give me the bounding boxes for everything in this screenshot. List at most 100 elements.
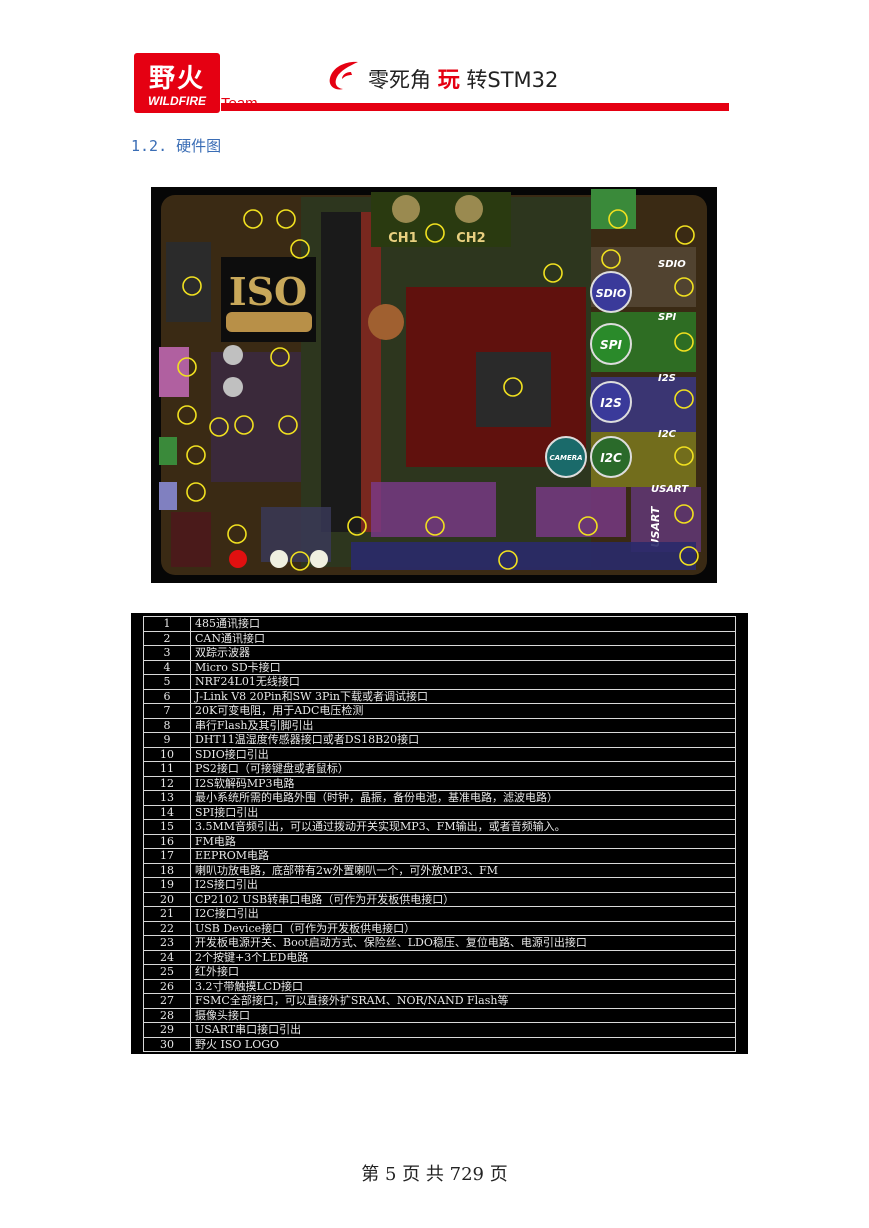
ch1-label: CH1 [388, 231, 417, 246]
row-description: SDIO接口引出 [190, 746, 736, 762]
row-number: 27 [143, 993, 191, 1009]
row-number: 6 [143, 688, 191, 704]
header-title-suffix: 转STM32 [466, 68, 559, 92]
row-number: 3 [143, 645, 191, 661]
sdio-side-label: SDIO [658, 259, 686, 270]
row-description: NRF24L01无线接口 [190, 674, 736, 690]
logo-cn-text: 野火 [148, 64, 205, 94]
header-title-mid: 玩 [437, 68, 460, 93]
row-description: I2S软解码MP3电路 [190, 775, 736, 791]
i2c-badge: I2C [600, 451, 622, 465]
i2s-badge: I2S [600, 396, 621, 410]
camera-badge: CAMERA [549, 454, 582, 462]
header-title: 零死角 玩 转STM32 [368, 62, 558, 94]
row-description: USB Device接口（可作为开发板供电接口） [190, 920, 736, 936]
row-description: CP2102 USB转串口电路（可作为开发板供电接口） [190, 891, 736, 907]
row-description: 摄像头接口 [190, 1007, 736, 1023]
row-description: USART串口接口引出 [190, 1022, 736, 1038]
row-description: 485通讯接口 [190, 616, 736, 632]
logo-en-text: WILDFIRE [148, 94, 206, 108]
row-description: 3.2寸带触摸LCD接口 [190, 978, 736, 994]
row-description: CAN通讯接口 [190, 630, 736, 646]
row-description: Micro SD卡接口 [190, 659, 736, 675]
row-number: 10 [143, 746, 191, 762]
row-number: 14 [143, 804, 191, 820]
row-number: 16 [143, 833, 191, 849]
row-number: 24 [143, 949, 191, 965]
row-number: 2 [143, 630, 191, 646]
row-description: DHT11温湿度传感器接口或者DS18B20接口 [190, 732, 736, 748]
row-number: 25 [143, 964, 191, 980]
row-number: 5 [143, 674, 191, 690]
footer-total-pages: 729 [449, 1164, 484, 1185]
row-number: 4 [143, 659, 191, 675]
footer-prefix: 第 [361, 1164, 380, 1185]
wildfire-logo: 野火 WILDFIRE [134, 53, 220, 113]
row-number: 19 [143, 877, 191, 893]
row-description: EEPROM电路 [190, 848, 736, 864]
row-number: 28 [143, 1007, 191, 1023]
footer-suffix: 页 [489, 1164, 508, 1185]
flame-icon [329, 61, 358, 90]
row-number: 9 [143, 732, 191, 748]
row-description: 红外接口 [190, 964, 736, 980]
footer-page-number: 5 [384, 1164, 397, 1185]
row-description: J-Link V8 20Pin和SW 3Pin下载或者调试接口 [190, 688, 736, 704]
header-divider [221, 103, 729, 111]
row-number: 26 [143, 978, 191, 994]
row-number: 7 [143, 703, 191, 719]
row-description: 开发板电源开关、Boot启动方式、保险丝、LDO稳压、复位电路、电源引出接口 [190, 935, 736, 951]
page-footer: 第 5 页 共 729 页 [0, 1160, 869, 1186]
row-description: SPI接口引出 [190, 804, 736, 820]
footer-mid: 页 共 [402, 1164, 444, 1185]
row-number: 11 [143, 761, 191, 777]
row-description: FM电路 [190, 833, 736, 849]
row-number: 13 [143, 790, 191, 806]
i2s-side-label: I2S [658, 373, 676, 384]
usart-side-label: USART [651, 484, 689, 495]
usart-badge: USART [649, 505, 662, 547]
row-number: 18 [143, 862, 191, 878]
section-title: 1.2. 硬件图 [131, 137, 222, 155]
row-description: 串行Flash及其引脚引出 [190, 717, 736, 733]
row-description: PS2接口（可接键盘或者鼠标） [190, 761, 736, 777]
row-number: 12 [143, 775, 191, 791]
row-number: 21 [143, 906, 191, 922]
spi-badge: SPI [600, 338, 622, 352]
row-description: FSMC全部接口，可以直接外扩SRAM、NOR/NAND Flash等 [190, 993, 736, 1009]
row-description: I2S接口引出 [190, 877, 736, 893]
spi-side-label: SPI [658, 312, 677, 323]
row-number: 1 [143, 616, 191, 632]
row-description: 野火 ISO LOGO [190, 1036, 736, 1052]
row-number: 30 [143, 1036, 191, 1052]
row-description: 2个按键+3个LED电路 [190, 949, 736, 965]
sdio-badge: SDIO [596, 287, 627, 300]
row-description: 20K可变电阻，用于ADC电压检测 [190, 703, 736, 719]
